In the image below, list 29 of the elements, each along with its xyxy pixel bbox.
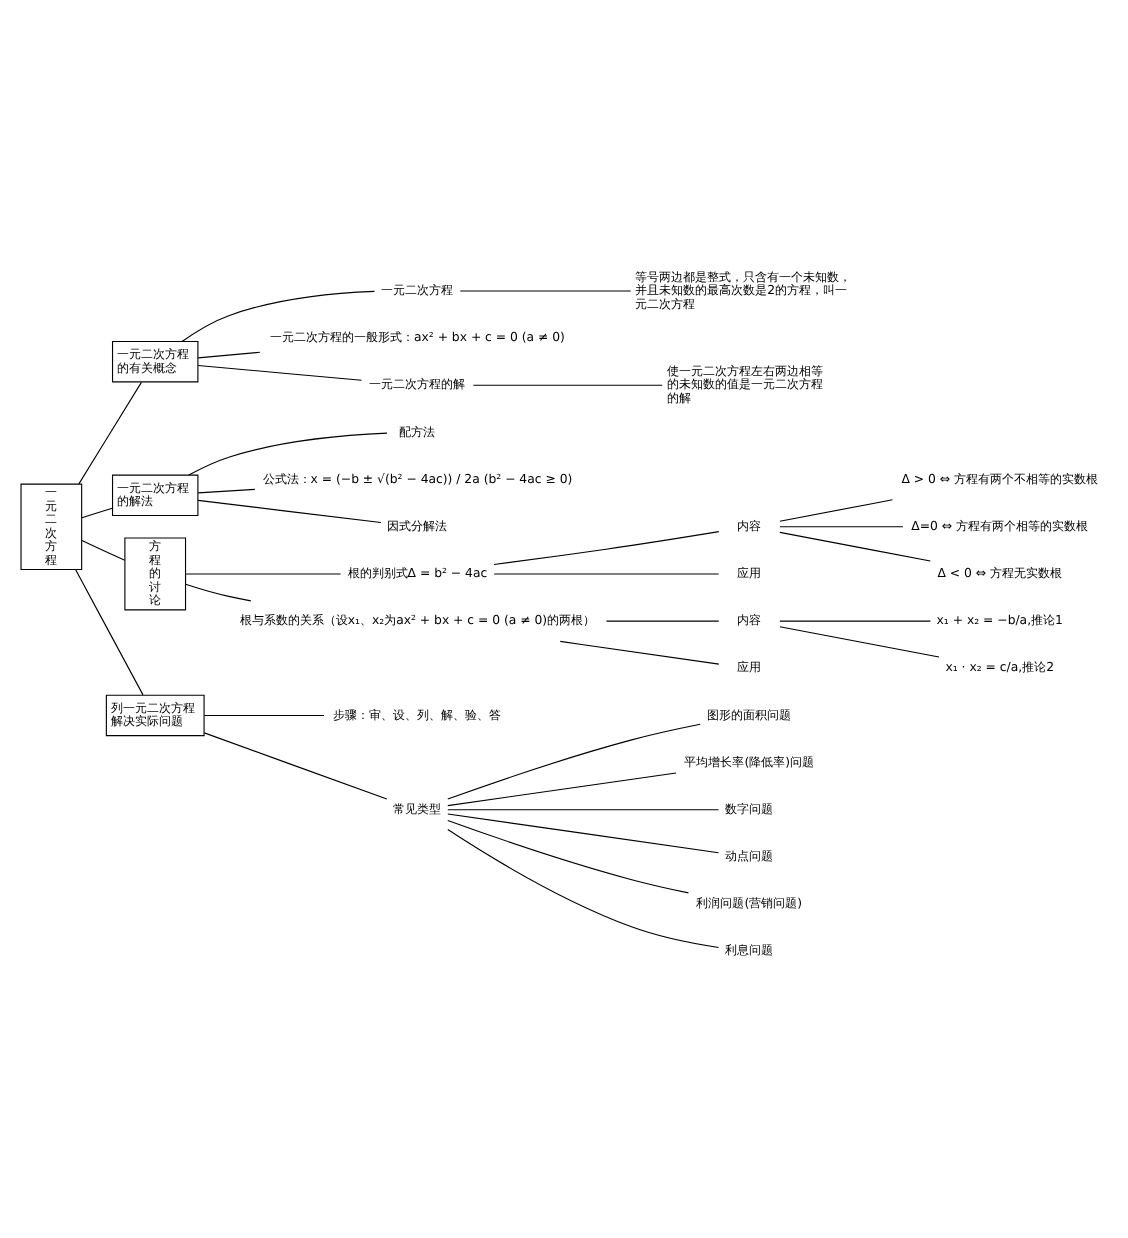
connector xyxy=(197,350,261,358)
connector xyxy=(447,808,720,810)
connector xyxy=(74,568,144,695)
connector xyxy=(81,506,113,518)
connector xyxy=(185,572,342,574)
connector xyxy=(472,383,663,385)
connector xyxy=(197,487,256,493)
connector xyxy=(447,722,701,799)
connector xyxy=(559,639,720,664)
connector xyxy=(185,582,252,601)
connector xyxy=(779,525,904,527)
connector xyxy=(447,812,720,853)
connector xyxy=(181,289,376,342)
connector xyxy=(779,619,931,621)
connector xyxy=(447,818,690,893)
connector xyxy=(81,538,126,560)
connector xyxy=(197,363,363,380)
connector xyxy=(447,771,677,806)
connector xyxy=(779,498,894,521)
connector xyxy=(188,431,388,475)
connector xyxy=(203,713,325,715)
connector xyxy=(493,530,720,565)
connector xyxy=(605,619,720,621)
connector xyxy=(779,530,931,561)
connector xyxy=(197,498,382,523)
connector xyxy=(78,380,142,484)
connector xyxy=(779,625,940,657)
connector xyxy=(203,731,388,799)
connector xyxy=(447,828,720,948)
